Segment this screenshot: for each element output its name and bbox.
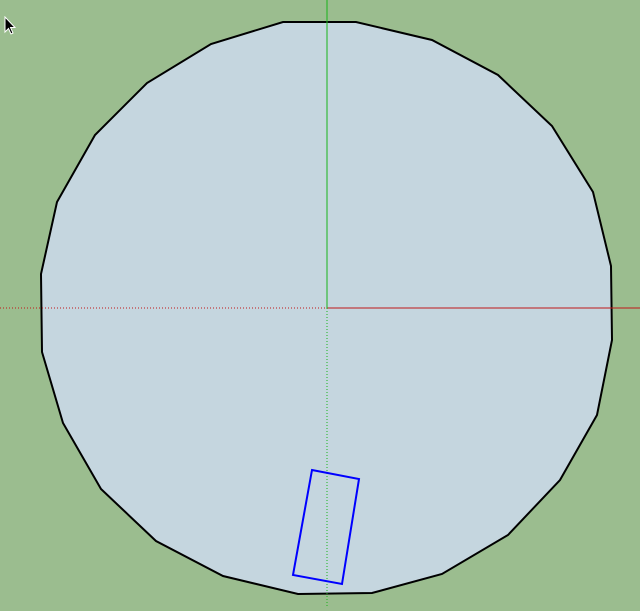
arrow-pointer-icon — [4, 16, 17, 35]
selected-rectangle[interactable] — [291, 468, 361, 586]
